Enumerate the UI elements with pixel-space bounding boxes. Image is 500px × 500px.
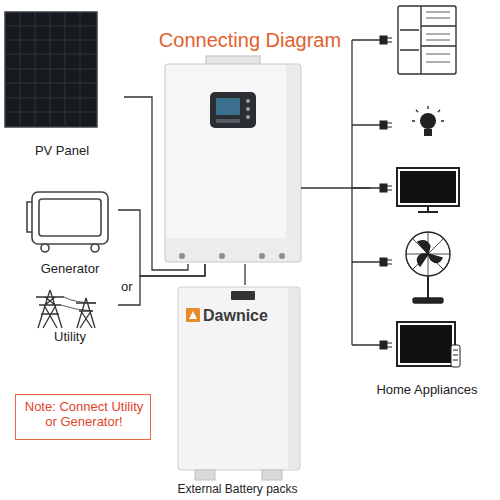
node-label: Dawnice	[203, 307, 303, 325]
fan-grid	[406, 232, 450, 276]
fan-icon	[406, 232, 450, 303]
tv-screen	[400, 171, 456, 203]
plug-prongs	[387, 186, 392, 190]
battery-display	[231, 291, 255, 300]
connector-label: or	[121, 279, 133, 294]
plug-prongs	[387, 260, 392, 264]
bulb-icon	[412, 106, 444, 136]
brand-logo-mark	[189, 311, 197, 319]
node-label: PV Panel	[0, 144, 124, 159]
wire-connector	[118, 210, 205, 276]
fan-base	[413, 298, 443, 303]
pv-panel: PV Panel	[0, 6, 124, 162]
inverter-bottom	[166, 238, 300, 261]
generator-panel	[39, 199, 101, 236]
tv-remote-icon	[397, 322, 460, 367]
battery-side	[288, 288, 299, 469]
inverter-port	[179, 253, 185, 259]
generator-icon	[27, 192, 108, 252]
plug	[380, 121, 387, 129]
tower-large	[36, 290, 64, 328]
panel-frame	[5, 12, 97, 127]
home-appliances: Home Appliances	[370, 2, 484, 400]
wire-connector	[124, 97, 188, 270]
note-box: Note: Connect Utility or Generator!	[15, 394, 151, 440]
fan-stem	[427, 276, 429, 298]
inverter-body	[165, 64, 301, 262]
generator-wheel	[91, 244, 99, 252]
battery-foot	[195, 470, 215, 480]
wire-connector	[118, 264, 205, 305]
generator-wheel	[41, 244, 49, 252]
inverter-port	[259, 253, 265, 259]
plug	[380, 184, 387, 192]
brand-logo	[186, 308, 200, 322]
bus-wires	[352, 40, 380, 345]
node-caption: External Battery packs	[165, 483, 310, 497]
power-lines	[61, 297, 96, 311]
plug-prongs	[387, 38, 392, 42]
remote-buttons	[453, 350, 458, 360]
bulb-glass	[420, 113, 436, 129]
panel-cells	[5, 12, 97, 127]
pv-panel-icon	[5, 12, 97, 127]
inverter	[165, 60, 301, 264]
inverter-port	[279, 253, 285, 259]
inverter-port	[219, 253, 225, 259]
plug	[380, 258, 387, 266]
node-label: Home Appliances	[370, 383, 484, 398]
tv-icon	[397, 168, 459, 212]
utility-grid: Utility	[22, 290, 118, 346]
node-label: Note: Connect Utility or Generator!	[22, 400, 146, 430]
fridge-body	[398, 6, 456, 74]
generator-body	[32, 192, 108, 244]
tv-stand	[418, 206, 438, 212]
battery-foot	[262, 470, 282, 480]
appliance-bus	[352, 40, 380, 345]
inverter-screen	[216, 98, 240, 115]
plug-prongs	[387, 343, 392, 347]
fan-blades	[417, 241, 442, 266]
generator-handle	[27, 202, 32, 232]
battery-pack: DawniceExternal Battery packs	[165, 285, 310, 498]
wire-connector	[301, 187, 370, 188]
plug	[380, 36, 387, 44]
tv-frame	[397, 322, 455, 366]
inverter-button	[246, 107, 250, 111]
inverter-button	[246, 115, 250, 119]
tv-screen	[400, 325, 452, 363]
inverter-keys	[216, 119, 240, 123]
plug	[380, 341, 387, 349]
diagram-title: Connecting Diagram	[0, 29, 500, 52]
plug-symbols	[380, 36, 392, 349]
remote-control	[451, 345, 460, 367]
tv-frame	[397, 168, 459, 206]
plug-prongs	[387, 123, 392, 127]
fridge-shelves	[426, 12, 450, 62]
inverter-side	[286, 65, 300, 261]
inverter-button	[246, 99, 250, 103]
bulb-rays	[412, 106, 444, 121]
utility-towers-icon	[36, 290, 96, 328]
fan-guard	[406, 232, 450, 276]
fridge-icon	[398, 6, 456, 74]
node-label: Generator	[22, 262, 118, 277]
generator: Generator	[22, 186, 118, 278]
inverter-icon	[165, 56, 301, 262]
node-label: Utility	[22, 330, 118, 345]
fridge-doors	[400, 6, 456, 74]
bulb-base	[424, 129, 432, 136]
wire-connector	[244, 264, 245, 285]
inverter-display	[210, 92, 256, 128]
